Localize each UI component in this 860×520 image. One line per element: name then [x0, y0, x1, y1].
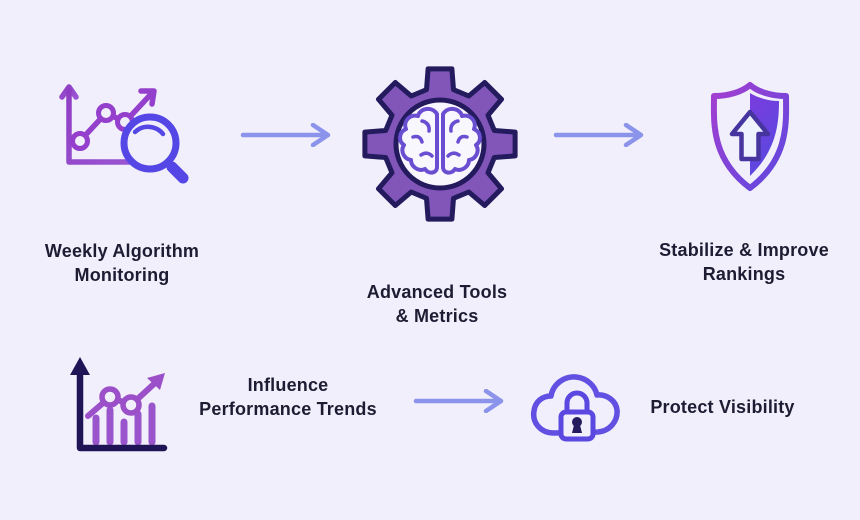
rankings-label: Stabilize & Improve Rankings [659, 240, 829, 284]
gear-brain-icon [360, 64, 520, 224]
right-arrow-icon [240, 123, 336, 147]
visibility-label: Protect Visibility [650, 397, 795, 417]
trends-label: Influence Performance Trends [199, 375, 377, 419]
right-arrow-icon [553, 123, 649, 147]
cloud-lock-icon [526, 358, 626, 458]
tools-label: Advanced Tools & Metrics [366, 282, 508, 326]
right-arrow-icon [413, 389, 509, 413]
line-chart-magnifier-icon [45, 70, 195, 200]
shield-upgrade-icon [700, 80, 800, 195]
bar-chart-growth-icon [58, 352, 178, 464]
monitoring-label: Weekly Algorithm Monitoring [44, 241, 200, 285]
